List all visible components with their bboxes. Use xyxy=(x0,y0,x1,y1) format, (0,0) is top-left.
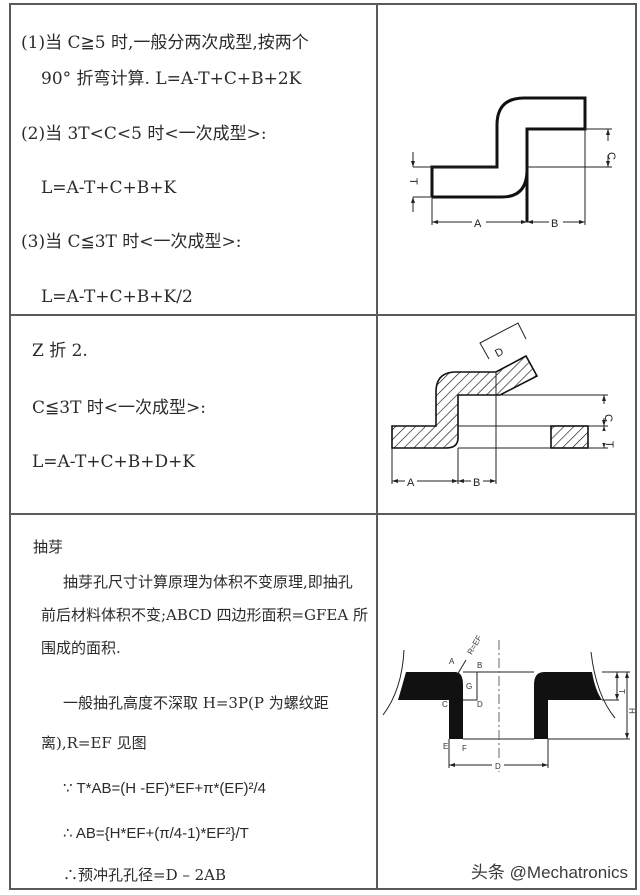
label-d: D xyxy=(477,700,483,709)
text-line: 围成的面积. xyxy=(41,639,121,657)
section-title: 抽芽 xyxy=(33,538,64,556)
text-line: (2)当 3T<C<5 时<一次成型>: xyxy=(21,124,267,144)
text-line: 抽芽孔尺寸计算原理为体积不变原理,即抽孔 xyxy=(63,573,353,591)
formula-line: L=A-T+C+B+D+K xyxy=(32,452,196,472)
text-line: (1)当 C≧5 时,一般分两次成型,按两个 xyxy=(21,33,309,53)
formula-line: ∴预冲孔孔径=D – 2AB xyxy=(63,866,227,884)
label-h: H xyxy=(627,708,636,714)
label-e: E xyxy=(443,742,448,751)
label-b: B xyxy=(473,477,480,489)
formula-line: ∴ AB={H*EF+(π/4-1)*EF²}/T xyxy=(63,825,249,842)
label-c: C xyxy=(602,414,614,422)
label-a: A xyxy=(449,657,455,666)
text-line: 90° 折弯计算. L=A-T+C+B+2K xyxy=(41,69,302,89)
label-t: T xyxy=(603,441,615,448)
label-f: F xyxy=(462,744,467,753)
label-t: T xyxy=(617,689,626,694)
text-line: (3)当 C≦3T 时<一次成型>: xyxy=(21,232,242,252)
text-line: C≦3T 时<一次成型>: xyxy=(32,398,207,418)
label-dim-d: D xyxy=(495,762,501,771)
label-b: B xyxy=(551,218,558,230)
table-frame xyxy=(9,3,637,890)
column-divider xyxy=(376,3,378,890)
formula-line: L=A-T+C+B+K/2 xyxy=(41,287,193,307)
text-line: 前后材料体积不变;ABCD 四边形面积=GFEA 所 xyxy=(41,606,368,624)
label-a: A xyxy=(474,218,482,230)
section-title: Z 折 2. xyxy=(32,341,88,361)
label-g: G xyxy=(466,682,472,691)
label-r: R=EF xyxy=(466,634,484,657)
text-line: 离),R=EF 见图 xyxy=(41,734,147,752)
label-b: B xyxy=(477,661,482,670)
row-divider-1 xyxy=(9,314,637,316)
watermark: 头条 @Mechatronics xyxy=(468,858,630,883)
formula-line: L=A-T+C+B+K xyxy=(41,178,177,198)
label-a: A xyxy=(407,477,415,489)
label-c: C xyxy=(605,152,617,160)
label-c: C xyxy=(442,700,448,709)
label-t: T xyxy=(407,178,419,185)
formula-line: ∵ T*AB=(H -EF)*EF+π*(EF)²/4 xyxy=(63,780,266,797)
row-divider-2 xyxy=(9,513,637,515)
text-line: 一般抽孔高度不深取 H=3P(P 为螺纹距 xyxy=(63,694,329,712)
